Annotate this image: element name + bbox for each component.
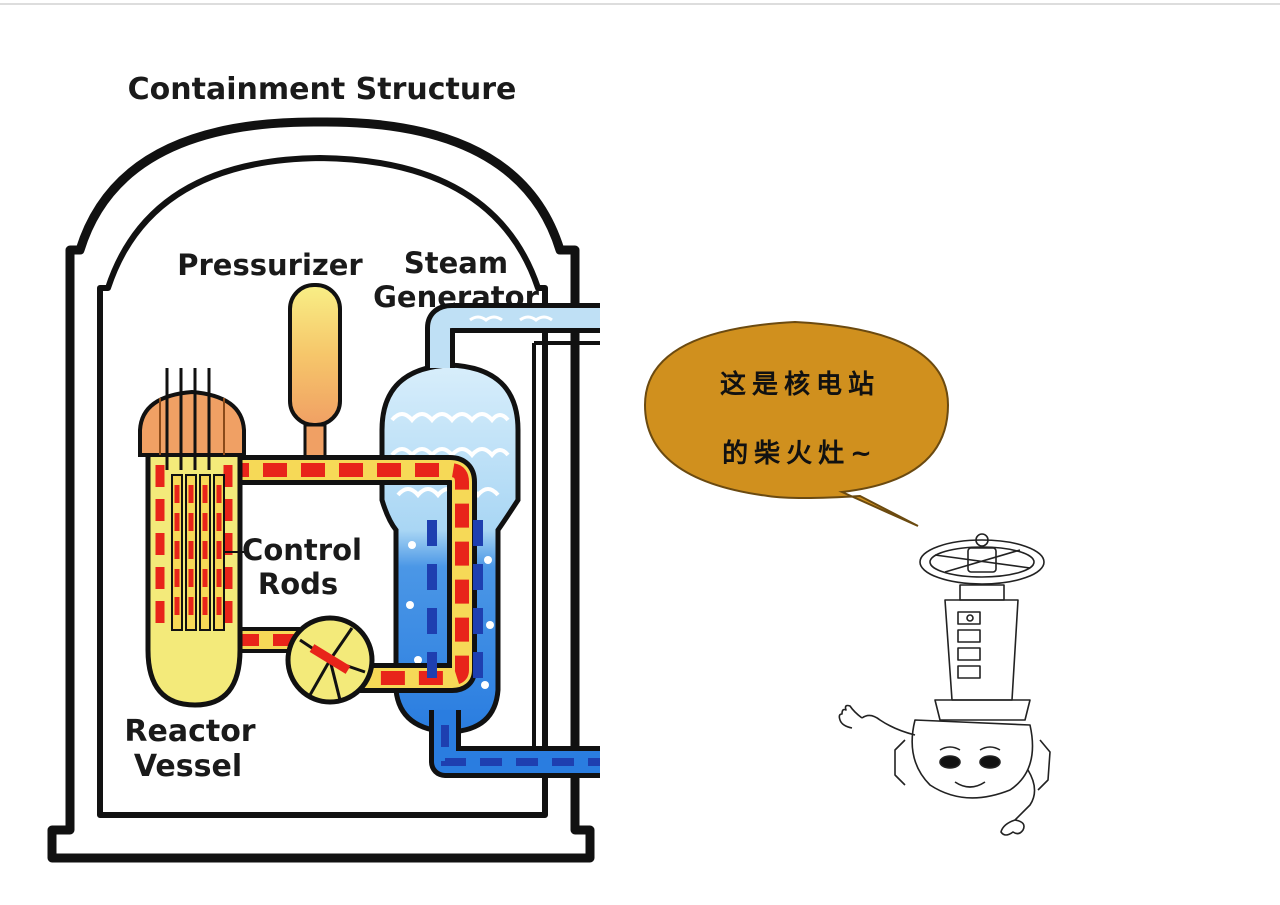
speech-bubble xyxy=(643,320,950,527)
steam-label: Steam xyxy=(404,246,508,280)
rods-label: Rods xyxy=(258,567,338,601)
control-label: Control xyxy=(242,533,362,567)
bubble-line-1: 这是核电站 xyxy=(720,369,880,400)
containment-label: Containment Structure xyxy=(128,72,517,107)
primary-loop xyxy=(225,455,483,693)
containment-structure xyxy=(47,117,595,863)
pressurizer xyxy=(288,283,342,469)
steam-pipe xyxy=(425,303,600,750)
control-rods xyxy=(165,368,244,631)
feedwater-pipe xyxy=(429,710,600,778)
bubble-line-2: 的柴火灶~ xyxy=(722,438,878,469)
coolant-pump xyxy=(285,615,375,705)
pressurizer-label: Pressurizer xyxy=(177,248,363,282)
reactor-label: Reactor xyxy=(124,714,255,749)
valve-character-icon xyxy=(838,533,1051,836)
vessel-label: Vessel xyxy=(134,749,242,784)
